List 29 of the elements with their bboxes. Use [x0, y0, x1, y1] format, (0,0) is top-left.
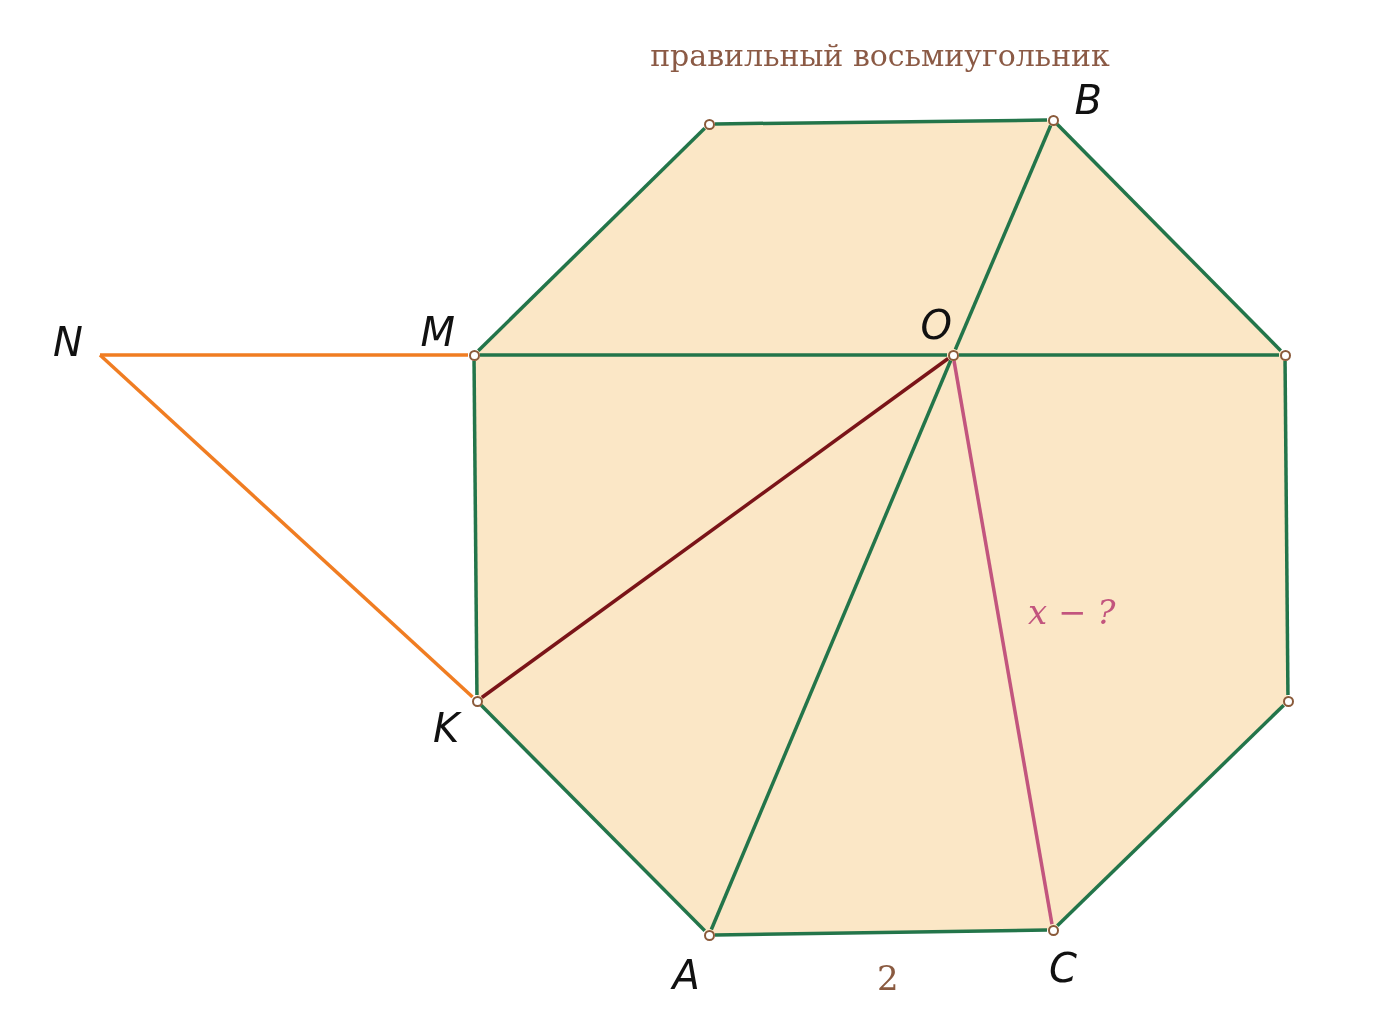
- line-segment: [480, 353, 947, 357]
- line-segment: [1283, 361, 1290, 695]
- line-segment: [480, 357, 950, 699]
- line-segment: [1055, 123, 1283, 352]
- point-label: B: [1074, 78, 1102, 122]
- line-segment: [952, 360, 1054, 925]
- line-segment: [953, 124, 1053, 351]
- line-segment: [98, 353, 474, 699]
- vertex-point: [1282, 695, 1294, 707]
- line-segment: [714, 928, 1048, 937]
- point-label: K: [433, 706, 460, 750]
- line-segment: [1056, 703, 1285, 928]
- line-segment: [100, 353, 468, 357]
- point-label: A: [672, 953, 700, 997]
- line-segment: [714, 118, 1048, 126]
- point-label: C: [1049, 946, 1077, 990]
- figure-title: правильный восьмиугольник: [649, 38, 1111, 73]
- vertex-point: [1279, 349, 1291, 361]
- line-segment: [959, 353, 1279, 357]
- edge-label: x − ?: [1028, 592, 1116, 632]
- point-label: M: [420, 310, 455, 354]
- point-label: N: [53, 320, 83, 364]
- line-segment: [472, 361, 479, 695]
- line-segment: [479, 704, 707, 932]
- edge-label: 2: [877, 958, 899, 998]
- point-label: O: [920, 303, 952, 347]
- line-segment: [477, 126, 706, 353]
- line-segment: [709, 359, 953, 931]
- vertex-point: [703, 118, 715, 130]
